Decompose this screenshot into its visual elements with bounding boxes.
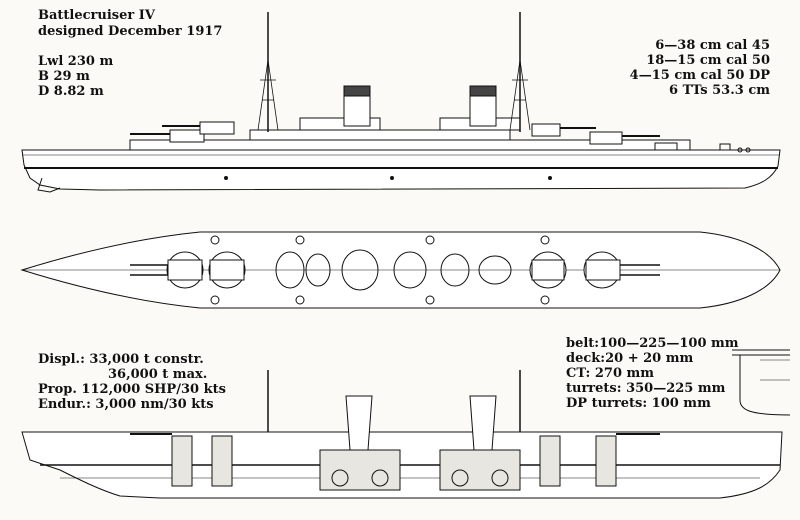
performance-block: Displ.: 33,000 t constr. 36,000 t max. P… — [38, 352, 226, 412]
profile-hull — [21, 149, 781, 191]
prot-ct: CT: 270 mm — [566, 366, 655, 381]
profile-turret-x — [531, 123, 596, 137]
profile-turret-b — [162, 121, 235, 135]
title-line-1: Battlecruiser IV — [38, 8, 155, 23]
deck-turret-y — [583, 251, 660, 289]
boiler-rooms — [319, 449, 521, 491]
armament-main: 6—38 cm cal 45 — [655, 38, 770, 53]
protection-block: belt:100—225—100 mm deck:20 + 20 mm CT: … — [566, 336, 739, 411]
armament-dp: 4—15 cm cal 50 DP — [629, 68, 770, 83]
profile-rudder — [37, 177, 61, 193]
section-barbette-y — [595, 435, 617, 487]
perf-propulsion: Prop. 112,000 SHP/30 kts — [38, 382, 226, 397]
dimensions-block: Lwl 230 m B 29 m D 8.82 m — [38, 54, 113, 99]
drawing-title: Battlecruiser IV designed December 1917 — [38, 8, 222, 40]
armament-block: 6—38 cm cal 45 18—15 cm cal 50 4—15 cm c… — [630, 38, 770, 98]
section-funnel-aft — [469, 395, 497, 451]
prot-dp-turrets: DP turrets: 100 mm — [566, 396, 711, 411]
deck-turret-x — [529, 251, 567, 289]
perf-displacement-max: 36,000 t max. — [108, 367, 208, 382]
perf-endurance: Endur.: 3,000 nm/30 kts — [38, 397, 214, 412]
side-profile — [21, 12, 781, 193]
dimension-draught: D 8.82 m — [38, 84, 104, 99]
section-barbette-b — [211, 435, 233, 487]
profile-turret-y — [589, 131, 660, 145]
armament-torpedo: 6 TTs 53.3 cm — [669, 83, 770, 98]
cross-section-detail — [732, 349, 791, 416]
title-line-2: designed December 1917 — [38, 24, 223, 39]
perf-displacement: Displ.: 33,000 t constr. — [38, 352, 204, 367]
prot-turrets: turrets: 350—225 mm — [566, 381, 726, 396]
dimension-length: Lwl 230 m — [38, 54, 114, 69]
section-barbette-a — [171, 435, 193, 487]
armament-secondary: 18—15 cm cal 50 — [646, 53, 770, 68]
deck-turret-b — [208, 251, 246, 289]
section-funnel-fore — [345, 395, 373, 451]
deck-plan — [20, 231, 781, 309]
profile-turret-a — [130, 129, 205, 143]
prot-deck: deck:20 + 20 mm — [566, 351, 694, 366]
deck-turret-a — [130, 251, 204, 289]
prot-belt: belt:100—225—100 mm — [566, 336, 739, 351]
section-barbette-x — [539, 435, 561, 487]
inboard-profile — [21, 370, 783, 499]
dimension-beam: B 29 m — [38, 69, 90, 84]
